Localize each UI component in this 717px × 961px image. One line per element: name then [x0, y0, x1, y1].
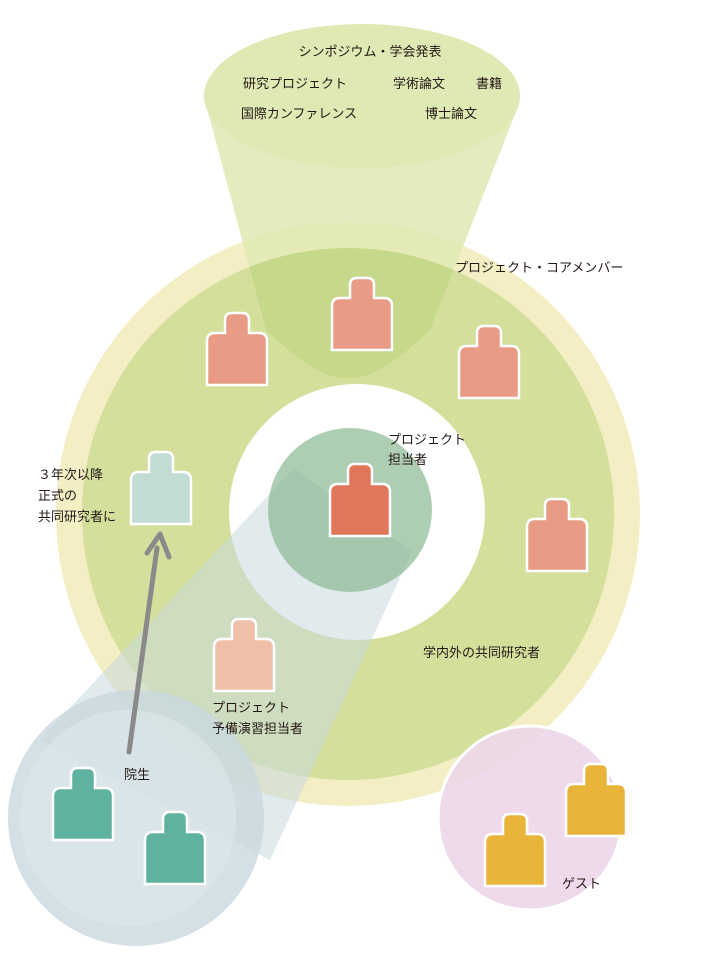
label-prep-seminar: プロジェクト — [212, 701, 290, 716]
output-research-project: 研究プロジェクト — [243, 77, 347, 92]
label-promotion: ３年次以降 — [38, 467, 103, 483]
output-international-conference: 国際カンファレンス — [241, 107, 357, 122]
promotion-arrow — [126, 545, 160, 755]
label-project-lead: プロジェクト — [388, 433, 466, 448]
label-guests: ゲスト — [562, 877, 601, 892]
output-academic-paper: 学術論文 — [393, 76, 445, 92]
label-collaborators: 学内外の共同研究者 — [423, 645, 540, 661]
label-prep-seminar: 予備演習担当者 — [212, 721, 303, 737]
output-book: 書籍 — [476, 76, 502, 92]
label-promotion: 正式の — [38, 489, 77, 504]
output-funnel-overlap — [208, 248, 516, 379]
label-grad-students: 院生 — [124, 768, 150, 783]
output-symposium: シンポジウム・学会発表 — [298, 44, 441, 60]
label-core-members: プロジェクト・コアメンバー — [455, 261, 623, 276]
promotion-arrow-head — [144, 531, 172, 560]
label-promotion: 共同研究者に — [38, 510, 116, 525]
research-output-bubble — [204, 24, 520, 168]
output-doctoral-thesis: 博士論文 — [425, 106, 477, 122]
label-project-lead: 担当者 — [388, 453, 427, 468]
